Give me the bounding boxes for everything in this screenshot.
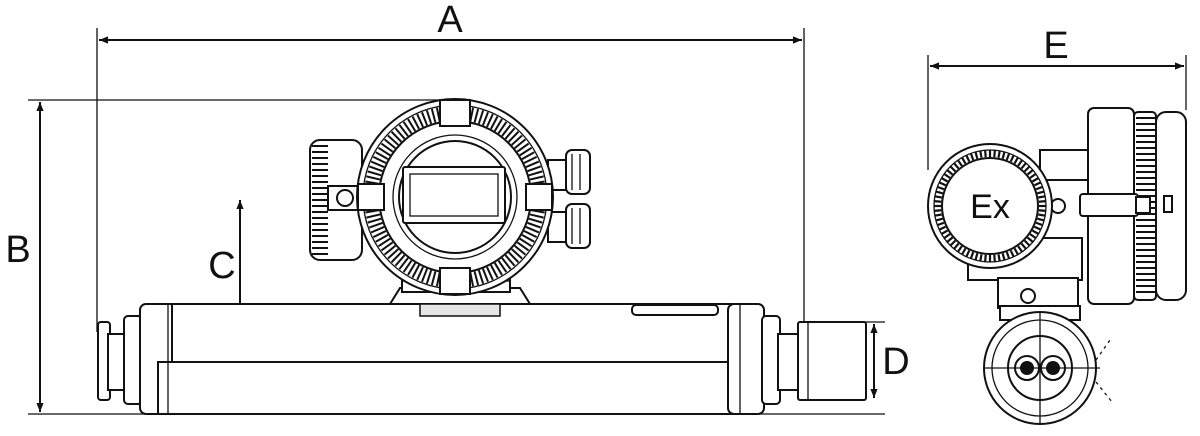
dimension-label-d: D [882, 341, 909, 383]
dimension-label-b: B [5, 229, 30, 271]
front-view [97, 98, 867, 415]
dimension-label-a: A [437, 0, 463, 41]
side-view: Ex [927, 107, 1187, 425]
dimension-label-c: C [208, 245, 235, 287]
dimension-label-e: E [1043, 25, 1068, 67]
ex-mark: Ex [970, 188, 1010, 226]
